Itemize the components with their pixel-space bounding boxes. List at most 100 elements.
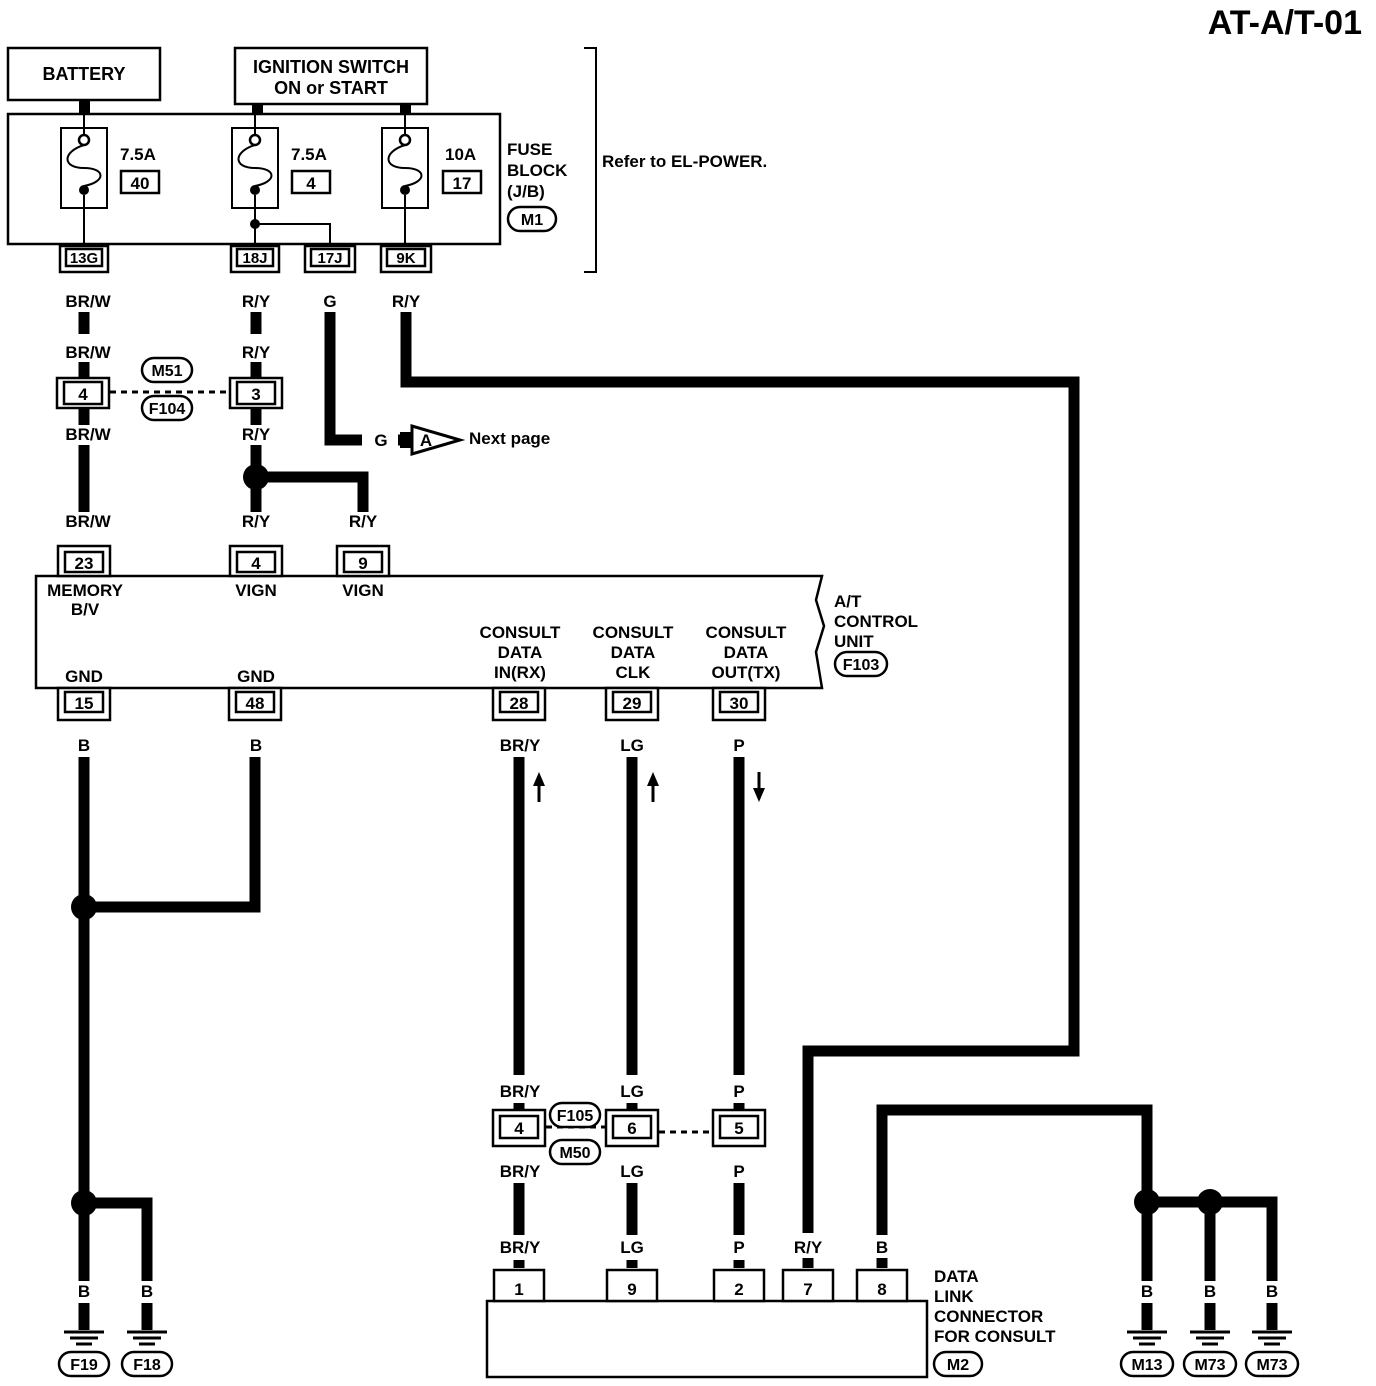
wire-color-label: R/Y [349,512,378,531]
terminal-17j: 17J [317,250,342,267]
wire-color-label: BR/Y [500,736,541,755]
ground-id-m13: M13 [1131,1357,1162,1374]
terminal-13g: 13G [70,250,98,267]
ecu-label-vign: VIGN [342,581,384,600]
joint-connector-f105-m50: 4 6 5 F105 M50 [491,1101,767,1166]
ecu-pin-15: 15 [75,694,94,713]
wire-color-label: BR/Y [500,1238,541,1257]
refer-note: Refer to EL-POWER. [602,152,767,171]
fuse-icon [381,114,429,244]
ground-icon [1127,1303,1167,1346]
ecu-pin-30: 30 [730,694,749,713]
joint-connector-m51-f104: 4 3 M51 F104 [55,356,284,422]
fuse-terminals: 13G 18J 17J 9K [58,244,433,274]
fuse-block-label-1: FUSE [507,140,552,159]
fuse-block-connector: M1 [521,212,543,229]
at-control-unit: 23 4 9 MEMORY B/V VIGN VIGN GND GND CONS… [34,544,826,722]
fuse-icon [60,114,108,244]
battery-label: BATTERY [43,64,126,84]
wire-color-label: G [323,292,336,311]
terminal-18j: 18J [242,250,267,267]
wire-color-label: B [250,736,262,755]
ignition-label-line2: ON or START [274,78,388,98]
arrow-up-icon [533,772,545,802]
wire-color-label: BR/W [65,512,111,531]
connector-id-f105: F105 [557,1108,594,1125]
wire-color-label: BR/W [65,425,111,444]
ecu-label-consult: CONSULT [593,623,675,642]
fuse-block-label-2: BLOCK [507,161,568,180]
ecu-label-data: DATA [498,643,543,662]
data-link-name-4: FOR CONSULT [934,1327,1056,1346]
ground-icon [64,1303,104,1346]
ecu-label-gnd: GND [65,667,103,686]
dlc-pin-1: 1 [514,1280,523,1299]
terminal-9k: 9K [396,250,415,267]
ecu-label-consult: CONSULT [480,623,562,642]
wires [78,312,1278,1281]
ecu-label-gnd: GND [237,667,275,686]
ecu-pin-28: 28 [510,694,529,713]
ecu-label-data: DATA [724,643,769,662]
fuse-number-3: 17 [453,174,472,193]
fuse-rating-2: 7.5A [291,145,327,164]
data-link-connector: 1 9 2 7 8 [485,1268,929,1379]
data-link-connector-id: M2 [947,1357,969,1374]
connector-id-m51: M51 [151,363,182,380]
ecu-pin-29: 29 [623,694,642,713]
ground-icon [1252,1303,1292,1346]
dlc-pin-9: 9 [627,1280,636,1299]
splice-dot [1197,1189,1223,1215]
wire-color-label: R/Y [242,425,271,444]
ecu-label-rx: IN(RX) [494,663,546,682]
connector-id-m50: M50 [559,1145,590,1162]
wire-color-label: B [141,1282,153,1301]
data-link-name-1: DATA [934,1267,979,1286]
ground-id-f19: F19 [70,1357,98,1374]
ground-id-m73: M73 [1194,1357,1225,1374]
wire-color-label: R/Y [242,343,271,362]
wire-color-label: P [733,1162,744,1181]
connector-id-f104: F104 [149,401,186,418]
splice-dot [243,464,269,490]
fuse-block: 7.5A 40 7.5A 4 10A 17 [6,112,502,246]
ground-id-m73: M73 [1256,1357,1287,1374]
wire-color-label: LG [620,1238,644,1257]
wire-color-label: P [733,1082,744,1101]
control-unit-name-3: UNIT [834,632,874,651]
ecu-pin-4: 4 [251,554,261,573]
fuse-block-label-3: (J/B) [507,182,545,201]
wire-color-label: B [1266,1282,1278,1301]
ecu-label-consult: CONSULT [706,623,788,642]
wire-color-label: BR/Y [500,1162,541,1181]
joint-pin-6: 6 [627,1119,636,1138]
fuse-icon [231,114,331,244]
control-unit-name-2: CONTROL [834,612,918,631]
control-unit-connector: F103 [843,657,880,674]
ground-icon [127,1303,167,1346]
ecu-pin-23: 23 [75,554,94,573]
data-link-name-3: CONNECTOR [934,1307,1043,1326]
dlc-pin-8: 8 [877,1280,886,1299]
arrow-up-icon [647,772,659,802]
wire-color-label: R/Y [794,1238,823,1257]
ecu-label-bv: B/V [71,600,100,619]
wire-color-label: B [1204,1282,1216,1301]
joint-pin-5: 5 [734,1119,743,1138]
ground-icon [1190,1303,1230,1346]
wire-color-label: P [733,1238,744,1257]
joint-pin-4: 4 [514,1119,524,1138]
ignition-switch-box: IGNITION SWITCH ON or START [233,46,429,114]
fuse-number-2: 4 [306,174,316,193]
ecu-pin-9: 9 [358,554,367,573]
splice-dot [1134,1189,1160,1215]
wire-color-label: G [374,431,387,450]
control-unit-name-1: A/T [834,592,862,611]
ecu-label-clk: CLK [616,663,652,682]
splice-dot [71,894,97,920]
grounds: B B B B B F19 F18 M13 [57,1282,1300,1378]
dlc-pin-7: 7 [803,1280,812,1299]
wire-color-label: P [733,736,744,755]
splice-dot [71,1190,97,1216]
wire-color-label: BR/W [65,292,111,311]
